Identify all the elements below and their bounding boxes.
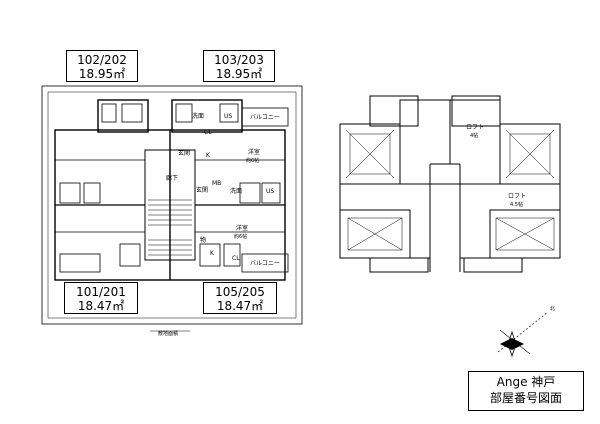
unit-number: 101/201 (76, 285, 126, 299)
unit-number: 102/202 (77, 53, 127, 67)
wash-label-top: 洗面 (192, 112, 204, 120)
drawing-title: 部屋番号図面 (489, 391, 562, 405)
loft-size-top: 4帖 (470, 132, 478, 139)
unit-area: 18.47㎡ (216, 299, 264, 313)
loft-label-top: ロフト (466, 124, 484, 131)
drawing-title-box: Ange 神戸 部屋番号図面 (468, 371, 584, 411)
unit-number: 105/205 (215, 285, 265, 299)
mb-label: MB (212, 180, 221, 187)
unit-area: 18.47㎡ (77, 299, 125, 313)
loft-plan (339, 95, 561, 273)
site-outline (41, 85, 303, 325)
north-arrow (497, 311, 549, 358)
balcony-label-bottom: バルコニー (250, 260, 280, 267)
entrance-label: 玄関 (178, 149, 190, 157)
unit-label-101-201: 101/201 18.47㎡ (64, 282, 138, 314)
cl-label-bottom: CL (232, 255, 240, 262)
us-label-top: US (224, 113, 232, 120)
kitchen-label-bottom: K (210, 250, 215, 257)
western-size-bottom: 約6帖 (234, 233, 247, 240)
unit-area: 18.95㎡ (78, 67, 126, 81)
western-room-label-bottom: 洋室 (236, 224, 248, 232)
first-floor-plan (41, 85, 303, 332)
corridor-label: 廊下 (166, 174, 178, 182)
unit-label-103-203: 103/203 18.95㎡ (203, 50, 275, 82)
site-area-label: 敷地面積 (158, 330, 178, 337)
cl-label-top: CL (204, 129, 212, 136)
unit-area: 18.95㎡ (215, 67, 263, 81)
wash-label-mid: 洗面 (230, 187, 242, 195)
loft-size-bottom: 4.5帖 (510, 201, 523, 208)
balcony-label-top: バルコニー (250, 114, 280, 121)
storage-label: 物 (200, 236, 206, 244)
kitchen-label-top: K (206, 152, 211, 159)
unit-label-102-202: 102/202 18.95㎡ (66, 50, 138, 82)
western-size-top: 約6帖 (246, 157, 259, 164)
unit-label-105-205: 105/205 18.47㎡ (203, 282, 277, 314)
entrance-label-2: 玄関 (196, 186, 208, 194)
north-label: 北 (550, 305, 555, 312)
unit-number: 103/203 (214, 53, 264, 67)
western-room-label-top: 洋室 (248, 148, 260, 156)
building-name: Ange 神戸 (496, 375, 556, 389)
loft-label-bottom: ロフト (508, 193, 526, 200)
us-label-mid: US (266, 188, 274, 195)
